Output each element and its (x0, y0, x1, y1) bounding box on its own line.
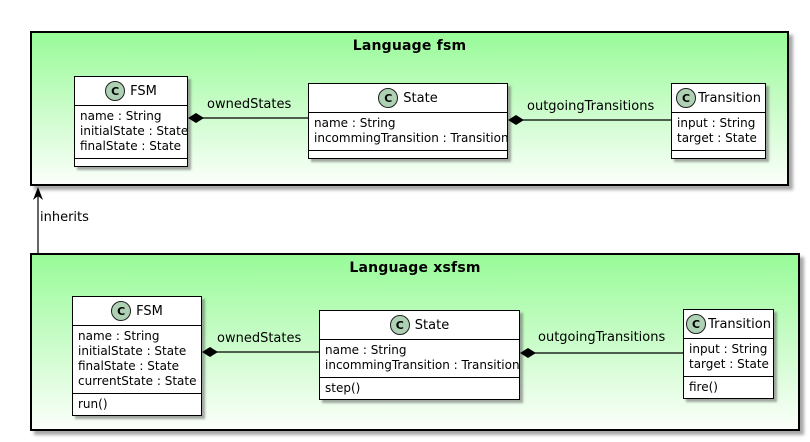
attribute: incommingTransition : Transition (314, 131, 509, 145)
class-name: FSM (136, 303, 163, 319)
attribute: finalState : State (80, 139, 182, 153)
class-name: State (414, 317, 450, 333)
attribute: target : State (677, 131, 757, 145)
operation: run() (78, 397, 108, 411)
class-attributes: name : String initialState : State final… (73, 326, 201, 394)
attribute: currentState : State (78, 374, 197, 388)
class-operations-empty (75, 159, 187, 166)
edge-label-inherits: inherits (40, 210, 89, 225)
class-header: C State (320, 311, 519, 340)
class-box-fsm-bottom: C FSM name : String initialState : State… (72, 296, 202, 416)
class-attributes: input : String target : State (684, 339, 773, 377)
attribute: target : State (689, 357, 769, 371)
class-name: FSM (130, 83, 157, 99)
operation: step() (325, 381, 361, 395)
class-operations: step() (320, 378, 519, 399)
class-icon: C (686, 314, 707, 334)
attribute: initialState : State (80, 124, 189, 138)
class-header: C State (309, 84, 507, 113)
class-box-transition-bottom: C Transition input : String target : Sta… (683, 309, 774, 399)
class-header: C FSM (75, 77, 187, 106)
class-header: C Transition (684, 310, 773, 339)
class-name: Transition (708, 316, 771, 332)
class-icon: C (111, 301, 132, 321)
class-attributes: name : String incommingTransition : Tran… (320, 340, 520, 378)
class-attributes: name : String incommingTransition : Tran… (309, 113, 509, 151)
class-operations: run() (73, 394, 201, 415)
attribute: initialState : State (78, 344, 187, 358)
class-box-state-top: C State name : String incommingTransitio… (308, 83, 509, 159)
edge-label-outgoing-transitions-bottom: outgoingTransitions (538, 330, 666, 345)
class-header: C FSM (73, 297, 201, 326)
class-operations-empty (672, 151, 765, 158)
class-header: C Transition (672, 84, 765, 113)
class-box-transition-top: C Transition input : String target : Sta… (671, 83, 766, 159)
attribute: name : String (325, 343, 407, 357)
attribute: incommingTransition : Transition (325, 358, 520, 372)
class-icon: C (389, 315, 410, 335)
class-icon: C (676, 88, 697, 108)
attribute: name : String (80, 109, 162, 123)
edge-label-owned-states-bottom: ownedStates (217, 331, 302, 346)
class-box-fsm-top: C FSM name : String initialState : State… (74, 76, 188, 167)
attribute: input : String (689, 342, 768, 356)
class-attributes: name : String initialState : State final… (75, 106, 189, 159)
inherits-arrowhead-icon (33, 187, 43, 200)
class-operations-empty (309, 151, 507, 158)
package-title: Language xsfsm (349, 260, 481, 276)
package-title: Language fsm (352, 38, 467, 54)
class-operations: fire() (684, 377, 773, 398)
edge-label-owned-states-top: ownedStates (207, 97, 292, 112)
attribute: name : String (78, 329, 160, 343)
class-name: State (403, 90, 438, 106)
attribute: name : String (314, 116, 396, 130)
edge-label-outgoing-transitions-top: outgoingTransitions (527, 99, 655, 114)
class-name: Transition (698, 90, 761, 106)
attribute: finalState : State (78, 359, 180, 373)
operation: fire() (689, 380, 718, 394)
class-icon: C (378, 88, 399, 108)
class-attributes: input : String target : State (672, 113, 765, 151)
class-box-state-bottom: C State name : String incommingTransitio… (319, 310, 520, 400)
attribute: input : String (677, 116, 756, 130)
class-icon: C (105, 81, 126, 101)
